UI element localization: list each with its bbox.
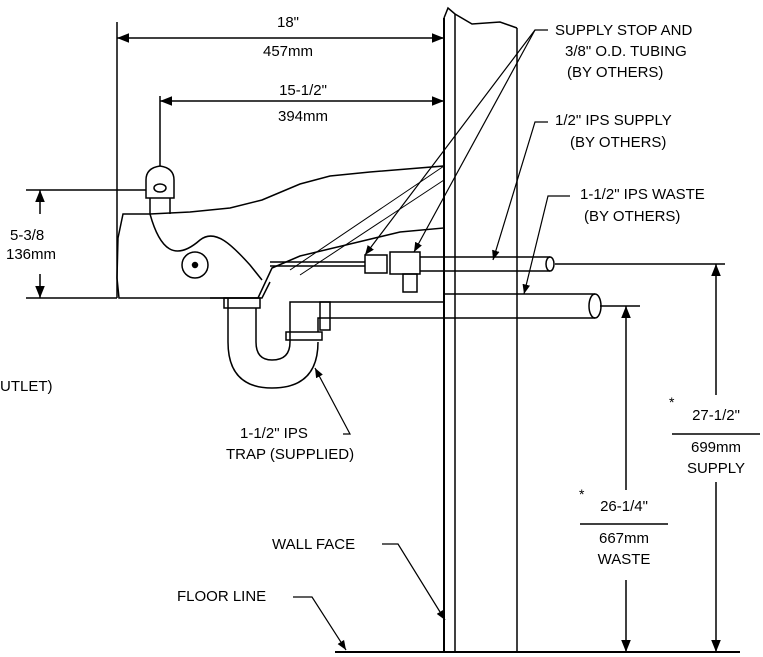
dim-supply-imperial: 27-1/2" <box>692 407 740 424</box>
dim-supply-label: SUPPLY <box>686 460 746 477</box>
callout-ips-waste-1: 1-1/2" IPS WASTE <box>580 186 705 203</box>
dim-supply-metric: 699mm <box>690 439 742 456</box>
callout-ips-waste-2: (BY OTHERS) <box>584 208 681 225</box>
dim-18-metric: 457mm <box>262 43 314 60</box>
callout-ips-supply-2: (BY OTHERS) <box>570 134 667 151</box>
dim-15-imperial: 15-1/2" <box>279 82 327 99</box>
callout-trap-1: 1-1/2" IPS <box>240 425 308 442</box>
dim-15-5 <box>159 96 444 166</box>
dim-18 <box>116 22 444 298</box>
dim-waste-metric: 667mm <box>598 530 650 547</box>
callout-ips-supply-1: 1/2" IPS SUPPLY <box>555 112 672 129</box>
p-trap <box>223 297 444 389</box>
callout-trap-2: TRAP (SUPPLIED) <box>226 446 355 463</box>
callout-outlet-partial: UTLET) <box>0 378 53 395</box>
callout-supply-stop-1: SUPPLY STOP AND <box>555 22 693 39</box>
dim-waste-label: WASTE <box>597 551 651 568</box>
leaders <box>289 29 570 651</box>
dim-waste <box>580 305 668 652</box>
wall-face-label: WALL FACE <box>272 536 356 553</box>
drain-outlet <box>181 251 209 279</box>
waste-asterisk: * <box>579 486 585 502</box>
callout-supply-stop-2: 3/8" O.D. TUBING <box>565 43 687 60</box>
dim-5-3-8 <box>26 189 146 299</box>
wall <box>443 6 518 652</box>
floor-line-label: FLOOR LINE <box>177 588 267 605</box>
supply-asterisk: * <box>669 394 675 410</box>
callout-supply-stop-3: (BY OTHERS) <box>567 64 664 81</box>
waste-pipe <box>444 293 602 319</box>
dim-15-metric: 394mm <box>277 108 329 125</box>
fountain-bowl <box>116 165 445 299</box>
dim-5-3-8-metric: 136mm <box>6 246 57 263</box>
dim-supply <box>555 263 760 652</box>
bubbler <box>145 165 175 214</box>
dim-18-imperial: 18" <box>276 14 299 31</box>
dim-5-3-8-imperial: 5-3/8 <box>10 227 45 244</box>
dim-waste-imperial: 26-1/4" <box>600 498 648 515</box>
supply-tubing <box>270 251 555 293</box>
